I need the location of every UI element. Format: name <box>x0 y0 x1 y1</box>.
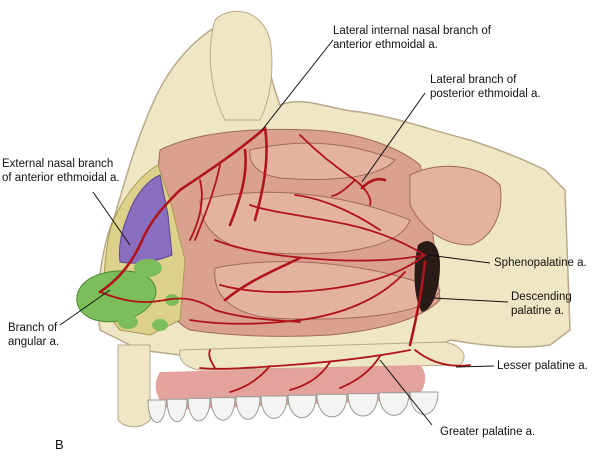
label-sphenopalatine: Sphenopalatine a. <box>494 256 587 270</box>
middle-turbinate <box>199 191 411 255</box>
green-lobule-3 <box>152 319 168 331</box>
label-line: Greater palatine a. <box>440 426 536 438</box>
label-line: Descending <box>511 291 572 303</box>
label-line: Lateral branch of <box>430 74 517 86</box>
label-line: anterior ethmoidal a. <box>333 39 438 51</box>
tooth <box>166 398 188 422</box>
alar-region <box>76 270 157 323</box>
sphenopalatine-sub-1 <box>249 204 426 256</box>
greater-palatine-sub-2 <box>289 361 331 391</box>
frontal-sinus <box>209 10 273 121</box>
green-lobule-1 <box>134 259 162 277</box>
leader-lateral-internal <box>261 39 334 131</box>
label-line: posterior ethmoidal a. <box>430 88 541 100</box>
leader-lines <box>59 39 509 426</box>
tooth <box>409 391 439 415</box>
label-lateral-internal-nasal: Lateral internal nasal branch of anterio… <box>333 24 491 52</box>
tooth <box>147 399 167 423</box>
label-line: Lesser palatine a. <box>497 360 588 372</box>
sphenopalatine-sub-3 <box>294 194 381 231</box>
label-line: palatine a. <box>511 305 565 317</box>
posterior-ethmoidal-sub-2 <box>360 177 387 190</box>
leader-greater-palatine <box>379 359 433 426</box>
tooth <box>347 393 379 417</box>
tooth <box>235 396 261 420</box>
lateral-internal-sub-2 <box>194 164 221 241</box>
label-line: of anterior ethmoidal a. <box>2 172 120 184</box>
posterior-ethmoidal-sub-1 <box>331 179 356 197</box>
label-lateral-posterior-ethmoidal: Lateral branch of posterior ethmoidal a. <box>430 73 541 101</box>
sphenoid-sinus <box>409 165 502 246</box>
septal-branch-artery <box>214 309 301 323</box>
label-descending-palatine: Descending palatine a. <box>511 290 572 318</box>
panel-letter: B <box>55 437 64 452</box>
greater-palatine-sub-3 <box>229 365 271 393</box>
greater-palatine-sub-1 <box>339 355 381 389</box>
label-branch-angular: Branch of angular a. <box>8 321 59 349</box>
label-line: angular a. <box>8 336 60 348</box>
tooth <box>378 392 410 416</box>
angular-branch-artery <box>99 291 216 311</box>
lesser-palatine-artery <box>414 349 471 367</box>
green-lobule-2 <box>165 294 179 306</box>
label-line: Lateral internal nasal branch of <box>333 25 491 37</box>
anterior-ethmoidal-artery <box>98 126 267 294</box>
lateral-internal-branch <box>253 126 268 222</box>
tooth <box>287 394 317 419</box>
lateral-internal-sub-1 <box>228 148 247 227</box>
tooth <box>260 395 288 419</box>
sphenopalatine-sub-2 <box>219 254 426 293</box>
tooth <box>187 397 211 422</box>
greater-palatine-sub-4 <box>208 349 216 369</box>
label-line: External nasal branch <box>2 158 114 170</box>
tooth <box>210 397 236 421</box>
greater-palatine-artery <box>199 349 411 370</box>
leader-sphenopalatine <box>427 254 491 264</box>
sphenopalatine-sub-5 <box>223 256 302 302</box>
tooth <box>316 393 348 418</box>
leader-descending-palatine <box>431 297 509 303</box>
leader-branch-angular <box>59 289 111 326</box>
leader-external-nasal <box>92 191 131 246</box>
leader-lesser-palatine <box>455 365 495 368</box>
label-external-nasal: External nasal branch of anterior ethmoi… <box>2 157 120 185</box>
leader-lateral-posterior <box>361 92 426 183</box>
label-line: Sphenopalatine a. <box>494 257 587 269</box>
label-greater-palatine: Greater palatine a. <box>440 425 535 439</box>
descending-palatine-artery <box>408 260 427 347</box>
green-lobule-4 <box>118 315 138 329</box>
label-line: Branch of <box>8 322 58 334</box>
lateral-internal-sub-3 <box>189 179 203 241</box>
arteries <box>98 126 471 393</box>
upper-teeth <box>147 391 439 423</box>
upper-lip <box>117 344 151 428</box>
sphenopalatine-sub-4 <box>189 271 406 325</box>
sphenopalatine-artery <box>214 239 426 262</box>
label-lesser-palatine: Lesser palatine a. <box>497 359 588 373</box>
